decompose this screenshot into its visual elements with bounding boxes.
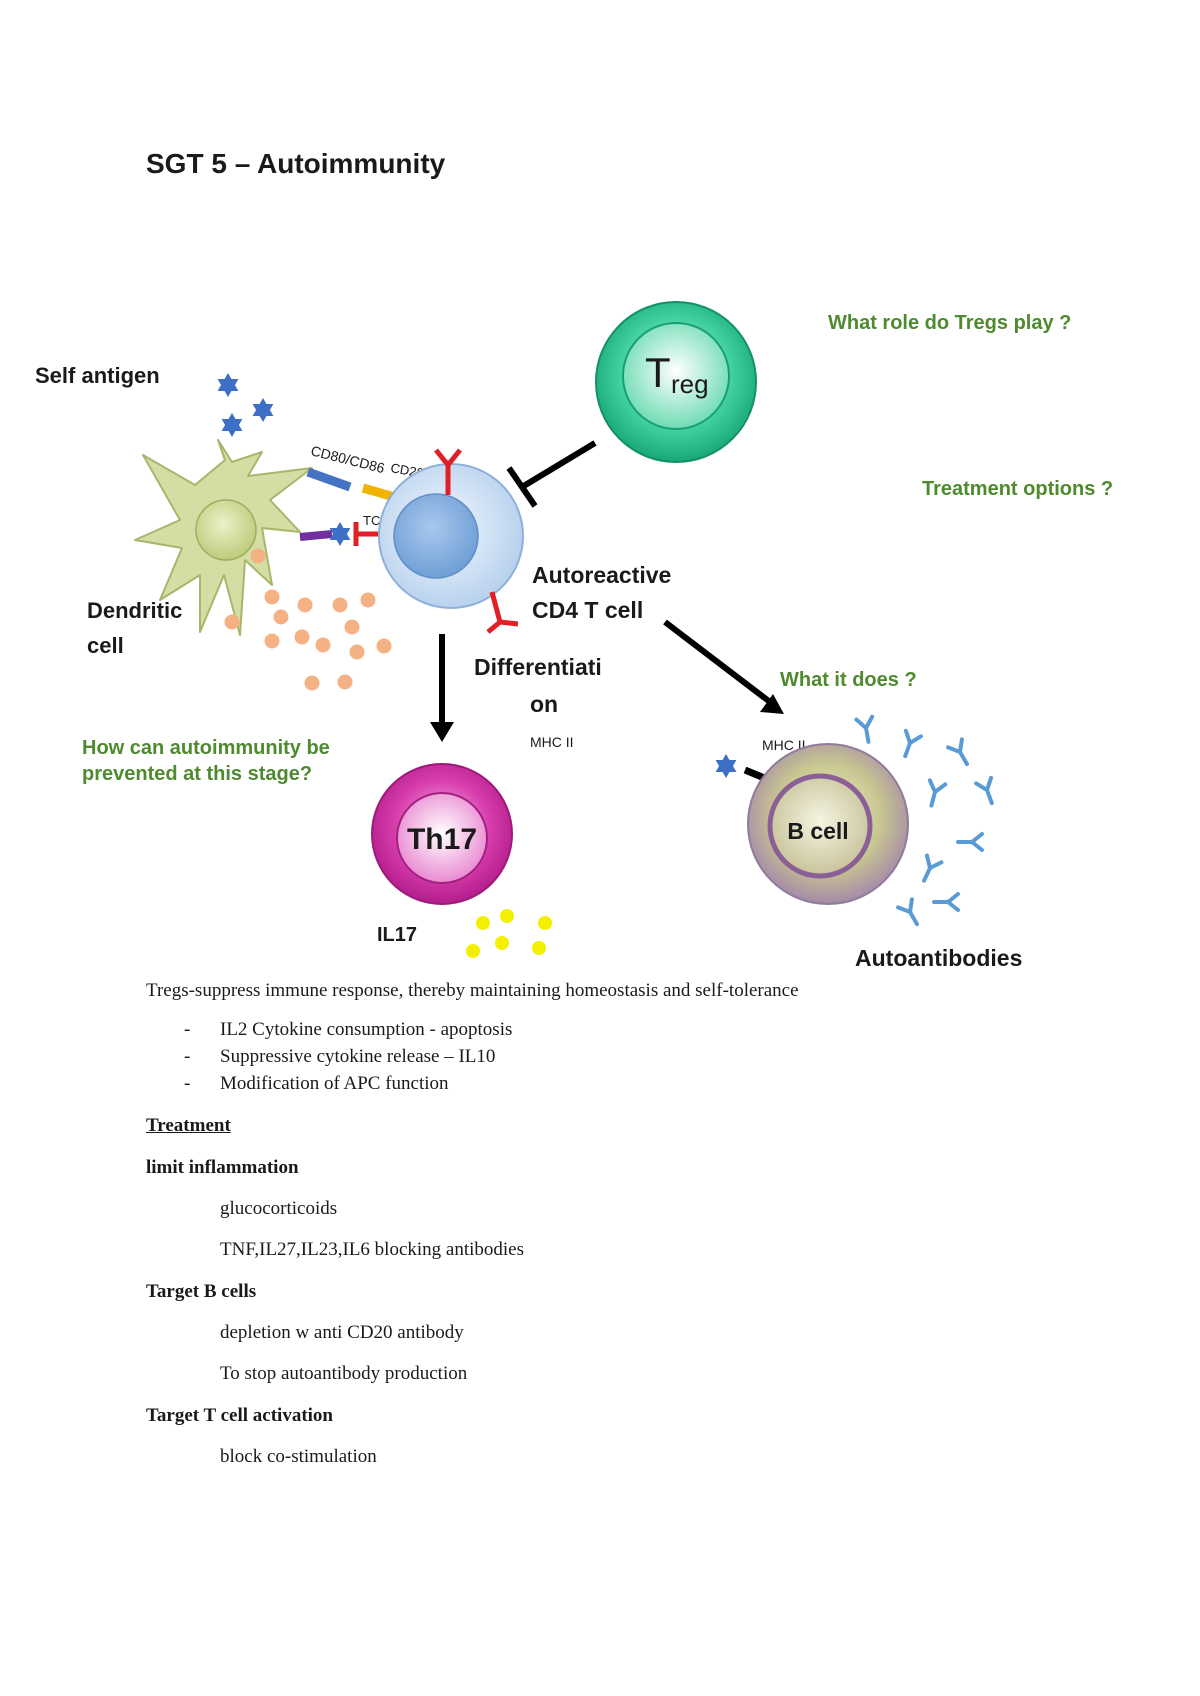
mhc-ii-label: MHC II <box>530 734 574 750</box>
dendritic-cell-label: cell <box>87 633 124 658</box>
antigen-star-icon <box>252 398 274 422</box>
arrowhead-icon <box>760 694 784 714</box>
question-prevention: prevented at this stage? <box>82 763 312 785</box>
antigen-star-icon <box>217 373 239 397</box>
list-item-text: Suppressive cytokine release – IL10 <box>220 1046 496 1067</box>
question-treg-role: What role do Tregs play ? <box>828 312 1071 334</box>
treatment-item: TNF,IL27,IL23,IL6 blocking antibodies <box>220 1239 525 1260</box>
target-t-cells-heading: Target T cell activation <box>146 1405 333 1426</box>
activation-arrow <box>663 619 772 705</box>
question-prevention: How can autoimmunity be <box>82 737 330 759</box>
list-item: -Suppressive cytokine release – IL10 <box>184 1046 496 1067</box>
antibody-icon <box>854 714 875 744</box>
b-cell-label: B cell <box>787 818 848 844</box>
cd4-t-cell-label: Autoreactive <box>532 562 671 588</box>
treg-label-subscript: reg <box>671 369 709 399</box>
antibody-icon <box>903 728 923 759</box>
dendritic-cell-label: Dendritic <box>87 598 182 623</box>
list-item-text: Modification of APC function <box>220 1073 449 1094</box>
autoantibodies-label: Autoantibodies <box>855 945 1022 971</box>
treg-mechanism-list: -IL2 Cytokine consumption - apoptosis -S… <box>146 1016 1106 1097</box>
il17-dots <box>466 909 552 958</box>
inhibition-arrow <box>520 440 597 490</box>
antibody-icon <box>927 778 948 808</box>
self-antigen-label: Self antigen <box>35 363 160 388</box>
list-item: -Modification of APC function <box>184 1073 449 1094</box>
th17-cell <box>371 763 513 905</box>
treg-label: T <box>645 349 671 396</box>
list-item: -IL2 Cytokine consumption - apoptosis <box>184 1019 513 1040</box>
treatment-heading: Treatment <box>146 1115 231 1136</box>
cytokine-dots <box>224 548 392 691</box>
antibody-icon <box>974 775 994 806</box>
cd80-cd86-label: CD80/CD86 <box>309 442 386 476</box>
cd4-t-cell-label: CD4 T cell <box>532 597 643 623</box>
treg-cell <box>595 301 757 463</box>
list-item-text: IL2 Cytokine consumption - apoptosis <box>220 1019 513 1040</box>
antibody-icon <box>956 832 984 852</box>
limit-inflammation-heading: limit inflammation <box>146 1157 299 1178</box>
antibody-icon <box>896 897 919 927</box>
target-b-cells-heading: Target B cells <box>146 1281 257 1302</box>
receptor-icon <box>486 591 519 634</box>
cd4-t-cell <box>378 463 524 609</box>
receptor-icon <box>434 448 462 495</box>
b-cell <box>747 743 909 905</box>
question-treatment-options: Treatment options ? <box>922 478 1113 500</box>
differentiation-label: on <box>530 691 558 717</box>
mhc-ii-bar <box>299 530 333 541</box>
question-what-it-does: What it does ? <box>780 669 917 691</box>
arrowhead-icon <box>430 722 454 742</box>
treatment-item: glucocorticoids <box>220 1198 338 1219</box>
treatment-item: block co-stimulation <box>220 1446 377 1467</box>
th17-label: Th17 <box>407 823 477 856</box>
presented-antigen-star-icon <box>329 522 351 546</box>
notes-section: Tregs-suppress immune response, thereby … <box>146 980 1106 1472</box>
page-title: SGT 5 – Autoimmunity <box>146 148 446 179</box>
antibody-icon <box>946 737 969 767</box>
antibody-icon <box>922 853 944 883</box>
treatment-item: depletion w anti CD20 antibody <box>220 1322 464 1343</box>
differentiation-label: Differentiati <box>474 654 602 680</box>
antibody-icons <box>854 714 994 927</box>
antigen-star-icon <box>221 413 243 437</box>
autoimmunity-diagram: Self antigen Dendritic cell CD80/CD86 CD… <box>35 301 1113 971</box>
treatment-item: To stop autoantibody production <box>220 1363 468 1384</box>
antibody-icon <box>932 892 960 912</box>
il17-label: IL17 <box>377 924 417 946</box>
mhc-ii-b-cell-label: MHC II <box>762 737 806 753</box>
inhibition-bar <box>506 466 538 508</box>
dendritic-cell <box>134 439 313 636</box>
intro-text: Tregs-suppress immune response, thereby … <box>146 980 799 1001</box>
cd80-cd86-bar <box>306 467 352 492</box>
b-cell-antigen-star-icon <box>715 754 737 778</box>
